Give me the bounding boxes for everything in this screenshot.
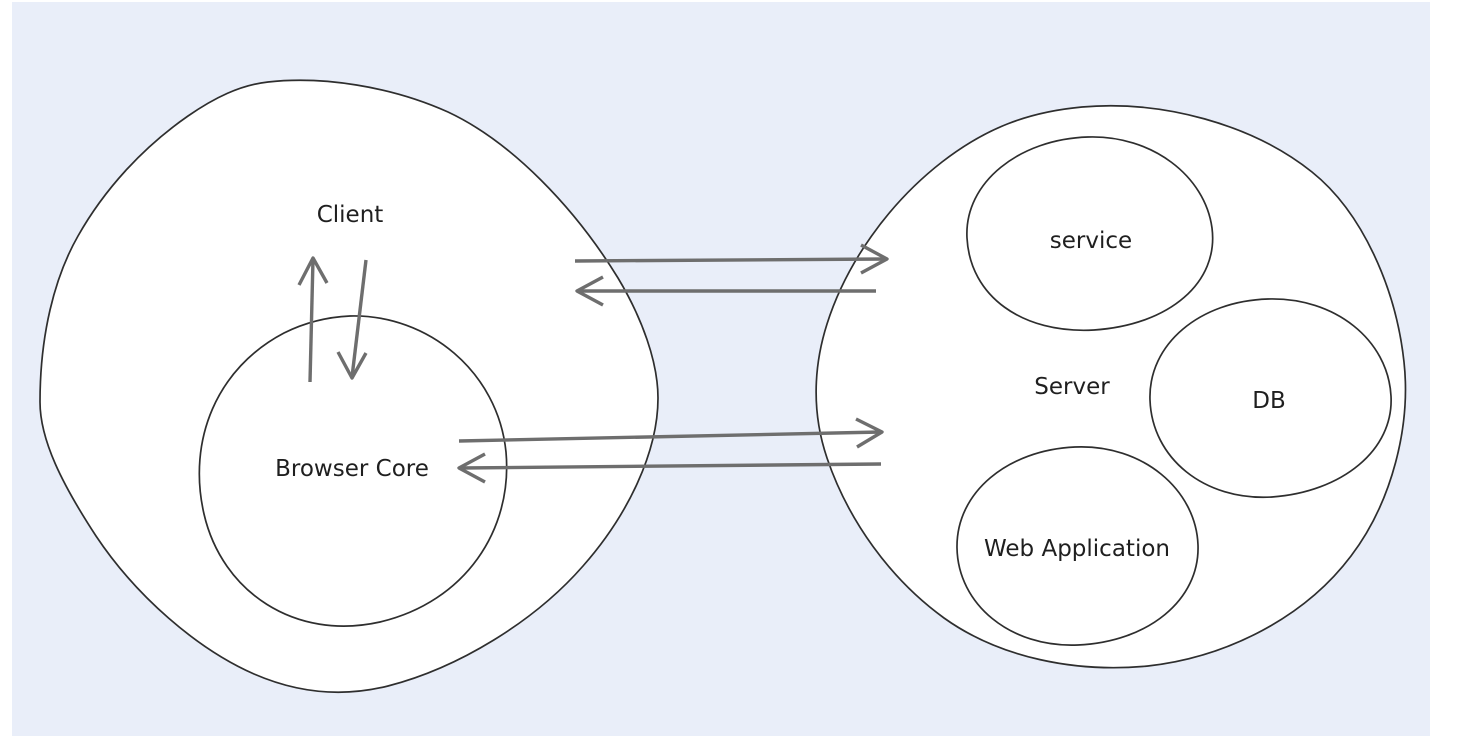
service-label: service — [1050, 228, 1132, 254]
browser-core-label: Browser Core — [275, 456, 429, 482]
web-application-circle[interactable] — [956, 446, 1199, 646]
db-circle[interactable] — [1149, 298, 1392, 498]
client-label: Client — [317, 202, 384, 228]
arrow-server-to-browser-core[interactable] — [457, 452, 882, 484]
client-group: Client Browser Core — [39, 79, 659, 694]
service-circle[interactable] — [966, 136, 1214, 332]
browser-core-circle[interactable] — [198, 315, 508, 627]
connection-arrows — [457, 243, 889, 484]
server-label: Server — [1034, 374, 1110, 400]
arrow-browser-core-to-client-up[interactable] — [297, 256, 329, 383]
db-label: DB — [1252, 388, 1286, 414]
arrow-client-to-server-top[interactable] — [574, 243, 889, 275]
arrow-client-to-browser-core-down[interactable] — [336, 259, 368, 380]
server-group: service Server DB Web Application — [815, 104, 1407, 669]
web-application-label: Web Application — [984, 536, 1170, 562]
arrow-server-to-client-top[interactable] — [575, 275, 876, 307]
arrow-browser-core-to-server[interactable] — [458, 417, 884, 449]
